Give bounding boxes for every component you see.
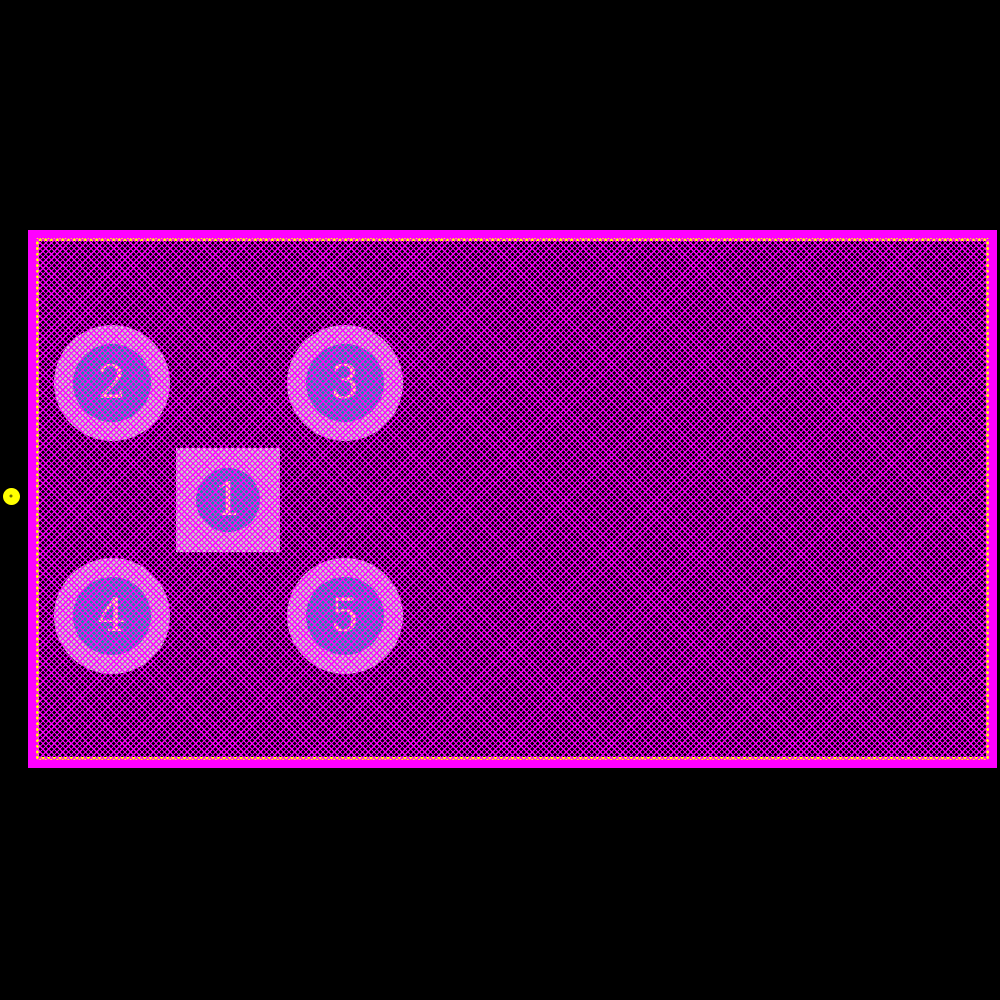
pad-2-label: 2	[97, 355, 127, 410]
pad-1-label: 1	[213, 472, 243, 527]
pad-3[interactable]: 3	[287, 325, 403, 441]
pads-layer: 1 2 3 4 5	[36, 238, 989, 760]
copper-pour-region: 1 2 3 4 5	[36, 238, 989, 760]
pad-2[interactable]: 2	[54, 325, 170, 441]
origin-marker-hole-icon	[9, 494, 13, 498]
pad-4-label: 4	[97, 588, 127, 643]
pad-3-label: 3	[330, 355, 360, 410]
pad-1[interactable]: 1	[176, 448, 280, 552]
pad-5[interactable]: 5	[287, 558, 403, 674]
origin-marker-icon	[2, 487, 20, 505]
footprint-boundary: 1 2 3 4 5	[28, 230, 997, 768]
pad-4[interactable]: 4	[54, 558, 170, 674]
pad-5-label: 5	[330, 588, 360, 643]
